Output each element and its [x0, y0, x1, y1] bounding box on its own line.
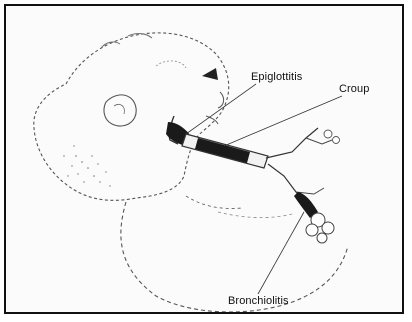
eye — [202, 68, 218, 80]
bronchus-upper — [266, 128, 318, 158]
stipple-shading — [63, 145, 110, 186]
label-croup: Croup — [339, 84, 369, 95]
croup-leader — [224, 96, 342, 146]
bronchus-upper-branch — [306, 138, 332, 144]
bronchiolitis-leader — [258, 212, 304, 294]
ear-outline — [104, 95, 136, 126]
airway-illustration — [6, 6, 404, 314]
alveoli-small — [324, 130, 340, 144]
label-epiglottitis: Epiglottitis — [251, 72, 302, 83]
nose — [218, 92, 224, 108]
cheek — [156, 61, 186, 68]
illustration-frame: Epiglottitis Croup Bronchiolitis — [4, 4, 404, 314]
croup-region — [195, 138, 250, 163]
head-outline — [34, 33, 229, 200]
ear-detail — [114, 104, 124, 114]
label-bronchiolitis: Bronchiolitis — [228, 296, 289, 307]
body-outline — [186, 196, 242, 209]
lung-outline — [218, 212, 292, 218]
epiglottitis-leader — [186, 84, 256, 134]
